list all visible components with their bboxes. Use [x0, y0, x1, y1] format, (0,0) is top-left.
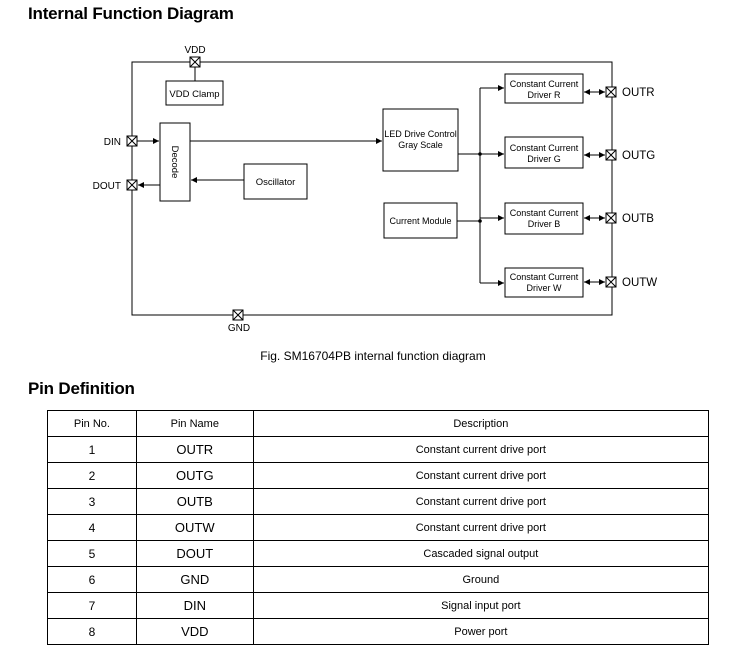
current-module-label: Current Module — [389, 216, 451, 226]
pin-no-cell: 2 — [47, 462, 137, 489]
din-pin: DIN — [104, 135, 138, 148]
vdd-pin: VDD — [184, 45, 206, 68]
pin-no-cell: 6 — [47, 566, 137, 593]
led-drive-label-2: Gray Scale — [398, 140, 443, 150]
decode-block: Decode — [159, 122, 191, 202]
outb-pin: OUTB — [605, 212, 654, 225]
table-header-row: Pin No. Pin Name Description — [47, 410, 710, 437]
din-pin-label: DIN — [104, 137, 121, 148]
driver-w-label-1: Constant Current — [510, 272, 579, 282]
driver-r-block: Constant Current Driver R — [504, 73, 584, 104]
led-drive-label-1: LED Drive Control — [384, 129, 457, 139]
driver-b-block: Constant Current Driver B — [504, 202, 584, 235]
table-row: 3 OUTB Constant current drive port — [47, 488, 710, 515]
table-row: 2 OUTG Constant current drive port — [47, 462, 710, 489]
pin-no-cell: 8 — [47, 618, 137, 645]
table-row: 5 DOUT Cascaded signal output — [47, 540, 710, 567]
driver-g-label-1: Constant Current — [510, 143, 579, 153]
outr-pin: OUTR — [605, 86, 655, 99]
pin-name-cell: OUTB — [135, 488, 254, 515]
driver-r-label-2: Driver R — [528, 90, 561, 100]
pin-desc-cell: Constant current drive port — [252, 436, 710, 463]
driver-w-block: Constant Current Driver W — [504, 267, 584, 298]
table-row: 4 OUTW Constant current drive port — [47, 514, 710, 541]
pin-name-cell: GND — [135, 566, 254, 593]
outg-pin: OUTG — [605, 149, 655, 162]
pin-desc-cell: Constant current drive port — [252, 462, 710, 489]
table-row: 7 DIN Signal input port — [47, 592, 710, 619]
driver-b-label-2: Driver B — [528, 219, 561, 229]
header-pin-name: Pin Name — [135, 410, 254, 437]
table-row: 8 VDD Power port — [47, 618, 710, 645]
oscillator-label: Oscillator — [256, 177, 296, 188]
pin-desc-cell: Signal input port — [252, 592, 710, 619]
header-pin-no: Pin No. — [47, 410, 137, 437]
pin-name-cell: VDD — [135, 618, 254, 645]
pin-name-cell: OUTW — [135, 514, 254, 541]
pin-no-cell: 5 — [47, 540, 137, 567]
outw-pin: OUTW — [605, 276, 657, 289]
gnd-pin-label: GND — [228, 323, 250, 334]
pin-name-cell: OUTG — [135, 462, 254, 489]
diagram-caption: Fig. SM16704PB internal function diagram — [260, 349, 486, 363]
driver-w-label-2: Driver W — [527, 283, 562, 293]
pin-desc-cell: Ground — [252, 566, 710, 593]
vdd-pin-label: VDD — [184, 45, 205, 56]
table-row: 6 GND Ground — [47, 566, 710, 593]
pin-no-cell: 4 — [47, 514, 137, 541]
current-module-block: Current Module — [383, 202, 458, 239]
decode-label: Decode — [169, 146, 180, 179]
pin-desc-cell: Power port — [252, 618, 710, 645]
driver-g-label-2: Driver G — [527, 154, 561, 164]
outw-pin-label: OUTW — [622, 277, 657, 289]
pin-desc-cell: Constant current drive port — [252, 488, 710, 515]
pin-name-cell: DIN — [135, 592, 254, 619]
pin-definition-heading: Pin Definition — [28, 379, 135, 398]
pin-desc-cell: Cascaded signal output — [252, 540, 710, 567]
vdd-clamp-label: VDD Clamp — [169, 89, 219, 100]
pin-no-cell: 7 — [47, 592, 137, 619]
dout-pin-label: DOUT — [93, 181, 121, 192]
header-description: Description — [252, 410, 710, 437]
pin-desc-cell: Constant current drive port — [252, 514, 710, 541]
oscillator-block: Oscillator — [243, 163, 308, 200]
pin-name-cell: OUTR — [135, 436, 254, 463]
pin-name-cell: DOUT — [135, 540, 254, 567]
table-row: 1 OUTR Constant current drive port — [47, 436, 710, 463]
outg-pin-label: OUTG — [622, 150, 655, 162]
outb-pin-label: OUTB — [622, 213, 654, 225]
driver-g-block: Constant Current Driver G — [504, 136, 584, 169]
driver-b-label-1: Constant Current — [510, 208, 579, 218]
pin-no-cell: 3 — [47, 488, 137, 515]
pin-definition-table: Pin No. Pin Name Description 1 OUTR Cons… — [47, 410, 710, 645]
outr-pin-label: OUTR — [622, 87, 655, 99]
dout-pin: DOUT — [93, 179, 138, 192]
vdd-clamp-block: VDD Clamp — [165, 80, 224, 106]
pin-no-cell: 1 — [47, 436, 137, 463]
driver-r-label-1: Constant Current — [510, 79, 579, 89]
led-drive-control-block: LED Drive Control Gray Scale — [382, 108, 459, 172]
internal-function-diagram: VDD GND DIN DOUT VDD Clamp Decode Oscill… — [93, 45, 658, 334]
internal-function-diagram-heading: Internal Function Diagram — [28, 4, 234, 23]
gnd-pin: GND — [228, 309, 250, 334]
